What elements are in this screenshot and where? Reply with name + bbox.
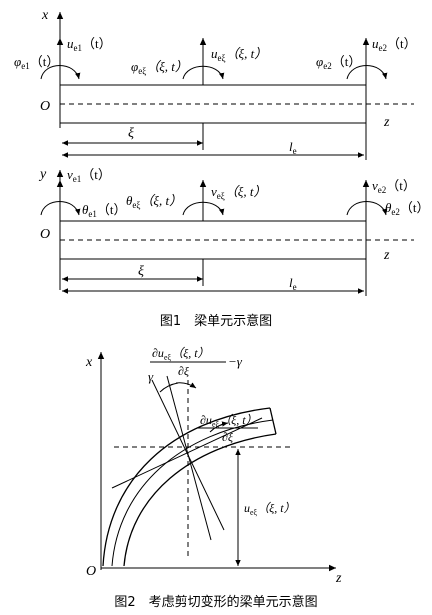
x-axis-label: x — [41, 8, 49, 23]
phi-left-arc — [40, 65, 81, 80]
theta-mid-arc — [182, 201, 225, 216]
y-axis-label: y — [38, 167, 47, 182]
fig2-z-axis-label: z — [335, 571, 342, 586]
figure1-caption: 图1 梁单元示意图 — [160, 313, 272, 329]
mid-fraction-denominator: ∂ξ — [222, 430, 234, 444]
z-axis-label: z — [383, 115, 390, 130]
u-left-label: ue1（t） — [67, 36, 112, 53]
theta-right-label: θe2（t） — [385, 200, 430, 217]
v-right-label: ve2（t） — [372, 178, 416, 195]
le-label-b: le — [289, 275, 297, 292]
le-label: le — [289, 139, 297, 156]
top-fraction-numerator: ∂ueξ（ξ, t） — [152, 346, 210, 362]
figure2-caption: 图2 考虑剪切变形的梁单元示意图 — [114, 594, 317, 610]
section-rotated-line — [166, 375, 212, 541]
phi-mid-label: φeξ（ξ, t） — [131, 59, 188, 76]
beam-end-cap — [269, 407, 277, 435]
gamma-right-arc — [175, 382, 197, 389]
xi-label: ξ — [128, 126, 134, 141]
slope-arc — [209, 421, 229, 433]
v-mid-label: veξ（ξ, t） — [211, 184, 266, 201]
beam-center-line — [111, 419, 274, 567]
mid-fraction-numerator: ∂ueξ（ξ, t） — [200, 413, 258, 429]
phi-mid-arc — [182, 65, 225, 80]
phi-right-label: φe2（t） — [316, 54, 361, 71]
disp-label: ueξ（ξ, t） — [244, 501, 296, 517]
theta-mid-label: θeξ（ξ, t） — [126, 193, 182, 210]
z-axis-label-b: z — [383, 248, 390, 263]
figure1-part-a: x O z ue1（t） ueξ（ξ, t） ue2（t） φe1（t） φeξ… — [14, 8, 417, 160]
phi-right-arc — [346, 65, 388, 80]
u-mid-label: ueξ（ξ, t） — [211, 46, 267, 63]
figure1-part-b: y O z ve1（t） veξ（ξ, t） ve2（t） θe1（t） θeξ… — [38, 167, 430, 296]
gamma-right-label: −γ — [228, 354, 243, 369]
fig2-x-axis-label: x — [85, 355, 93, 370]
figure2: x z O γ ∂ueξ（ξ, t） ∂ξ −γ ∂ueξ（ξ, t） ∂ξ — [85, 346, 342, 586]
theta-right-arc — [346, 201, 388, 216]
origin-label: O — [40, 99, 50, 114]
phi-left-label: φe1（t） — [14, 54, 59, 71]
origin-label-b: O — [40, 227, 50, 242]
v-left-label: ve1（t） — [67, 167, 111, 184]
theta-left-label: θe1（t） — [82, 202, 127, 219]
u-right-label: ue2（t） — [372, 36, 417, 53]
top-fraction-denominator: ∂ξ — [178, 364, 190, 378]
fig2-origin-label: O — [86, 564, 96, 579]
gamma-left-label: γ — [148, 369, 154, 384]
beam-lower-edge — [123, 433, 277, 567]
xi-label-b: ξ — [138, 264, 144, 279]
beam-upper-edge — [102, 407, 271, 567]
theta-left-arc — [40, 201, 81, 216]
